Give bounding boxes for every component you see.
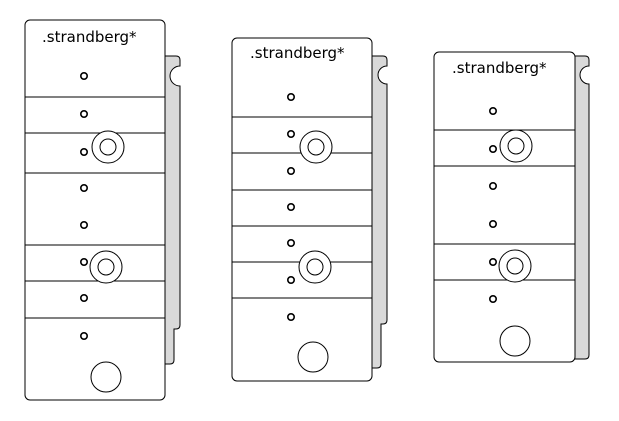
plate-long-output-jack [90, 361, 122, 393]
plate-long-position-marker [80, 331, 89, 340]
plate-medium-knob [298, 250, 332, 284]
plate-short-position-marker [488, 220, 497, 229]
plate-medium-position-marker [286, 93, 295, 102]
plate-long-knob [89, 250, 123, 284]
plate-long-position-marker [80, 221, 89, 230]
plate-long: .strandberg* [24, 19, 181, 401]
plate-medium-position-marker [286, 130, 295, 139]
plate-medium-position-marker [286, 203, 295, 212]
plate-medium-back-panel [371, 55, 388, 369]
plate-short-position-marker [488, 107, 497, 116]
plate-medium-position-marker [286, 167, 295, 176]
plate-medium-knob [299, 130, 333, 164]
plate-long-knob [91, 130, 125, 164]
plate-short: .strandberg* [433, 51, 590, 363]
plate-short-face [433, 51, 576, 363]
plate-long-position-marker [80, 293, 89, 302]
plate-short-position-marker [488, 145, 497, 154]
plate-long-position-marker [80, 184, 89, 193]
plate-long-position-marker [80, 72, 89, 81]
plate-long-back-panel [163, 55, 181, 365]
plate-short-back-panel [573, 55, 590, 360]
plate-medium-position-marker [286, 239, 295, 248]
plate-medium-face [231, 37, 373, 382]
plate-short-knob [498, 249, 532, 283]
plate-medium-position-marker [286, 312, 295, 321]
plate-short-output-jack [499, 325, 531, 357]
plate-medium: .strandberg* [231, 37, 388, 382]
plate-short-position-marker [488, 294, 497, 303]
plate-long-position-marker [80, 257, 89, 266]
plate-long-position-marker [80, 148, 89, 157]
plate-long-position-marker [80, 110, 89, 119]
plate-short-position-marker [488, 257, 497, 266]
plate-medium-output-jack [297, 341, 329, 373]
plate-short-knob [499, 129, 533, 163]
plate-long-face [24, 19, 166, 401]
plate-medium-brand: .strandberg* [250, 44, 345, 62]
plate-short-position-marker [488, 182, 497, 191]
plate-short-brand: .strandberg* [452, 59, 547, 77]
plate-long-brand: .strandberg* [42, 28, 137, 46]
plate-medium-position-marker [286, 275, 295, 284]
